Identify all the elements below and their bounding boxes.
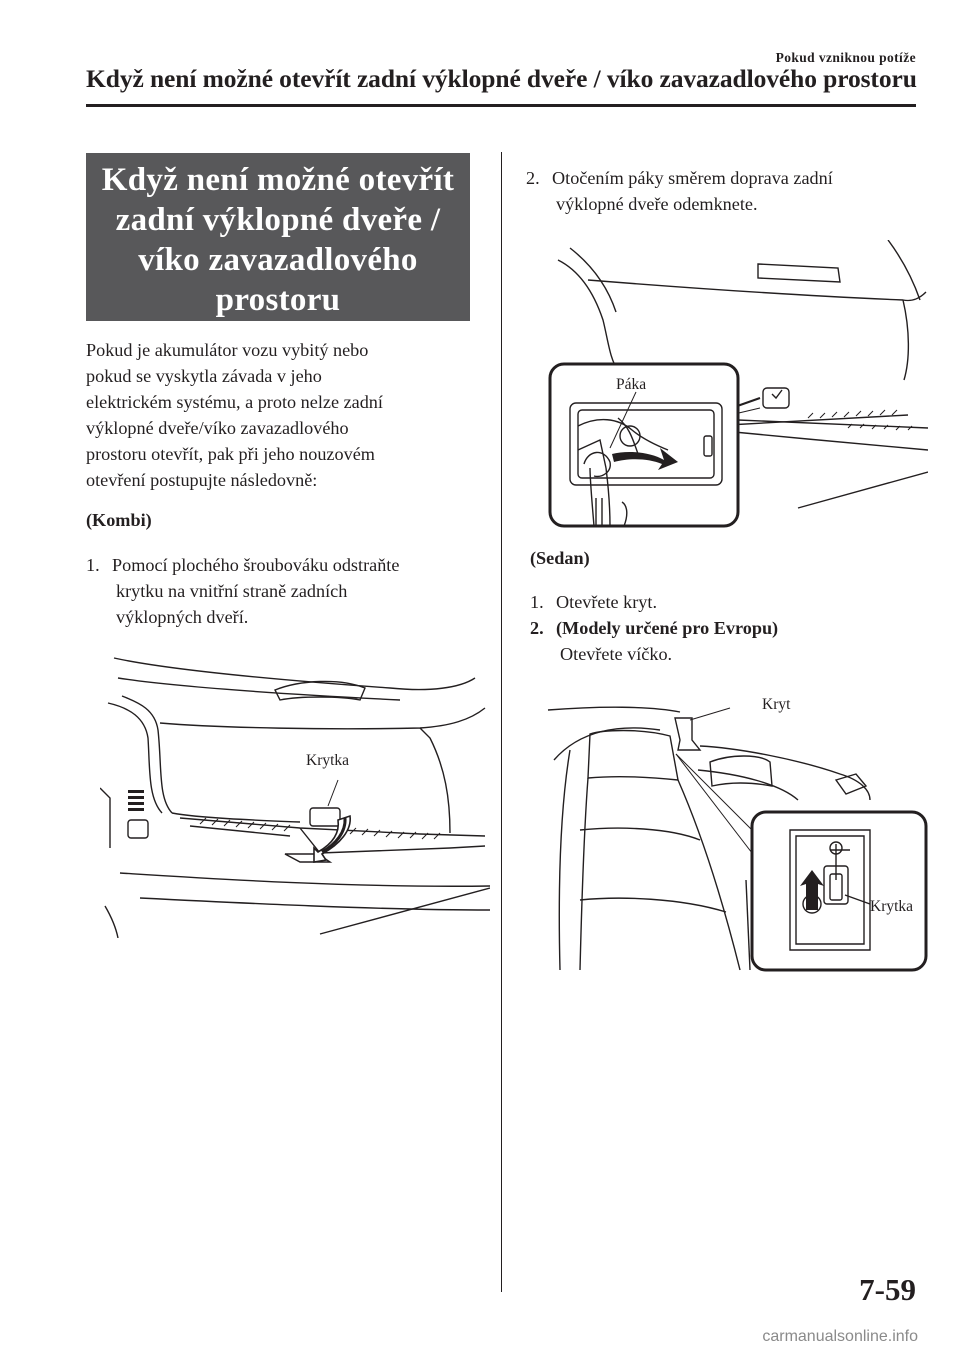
step-text: (Modely určené pro Evropu) — [556, 618, 779, 638]
step-text: Otevřete víčko. — [560, 644, 673, 664]
figure-1-label-krytka: Krytka — [306, 752, 350, 769]
page-number: 7-59 — [859, 1272, 916, 1307]
step-number: 1. — [530, 592, 544, 612]
sedan-step-2: 2. (Modely určené pro Evropu) Otevřete ví… — [530, 615, 920, 667]
section-title-line: zadní výklopné dveře / — [115, 202, 441, 238]
watermark: carmanualsonline.info — [762, 1328, 918, 1345]
intro-line: otevření postupujte následovně: — [86, 470, 318, 490]
intro-line: pokud se vyskytla závada v jeho — [86, 366, 322, 386]
intro-line: výklopné dveře/víko zavazadlového — [86, 418, 349, 438]
step-text: krytku na vnitřní straně zadních — [116, 581, 348, 601]
step-number: 2. — [530, 618, 544, 638]
figure-3-label-kryt: Kryt — [762, 696, 791, 713]
kombi-lever-illustration — [548, 240, 928, 530]
figure-2-label-paka: Páka — [616, 376, 647, 393]
step-number: 1. — [86, 555, 100, 575]
sedan-seat-illustration — [540, 690, 932, 980]
figure-3-label-krytka: Krytka — [870, 898, 914, 915]
intro-line: prostoru otevřít, pak při jeho nouzovém — [86, 444, 375, 464]
kombi-heading: (Kombi) — [86, 510, 152, 530]
intro-line: Pokud je akumulátor vozu vybitý nebo — [86, 340, 369, 360]
step-text: Otevřete kryt. — [556, 592, 657, 612]
section-title-box: Když není možné otevřít zadní výklopné d… — [86, 153, 470, 321]
header-rule — [86, 104, 916, 107]
intro-line: elektrickém systému, a proto nelze zadní — [86, 392, 383, 412]
step-text: Otočením páky směrem doprava zadní — [552, 168, 833, 188]
sedan-heading: (Sedan) — [530, 548, 590, 568]
kombi-step-1: 1. Pomocí plochého šroubováku odstraňte k… — [86, 552, 496, 630]
kombi-tailgate-illustration — [100, 648, 490, 938]
section-title-line: prostoru — [215, 282, 341, 318]
column-divider — [501, 152, 502, 1292]
section-title-line: víko zavazadlového — [138, 242, 418, 278]
step-text: výklopné dveře odemknete. — [556, 194, 758, 214]
page-header-title: Když není možné otevřít zadní výklopné d… — [86, 64, 917, 93]
sedan-step-1: 1. Otevřete kryt. — [530, 589, 920, 615]
step-text: Pomocí plochého šroubováku odstraňte — [112, 555, 400, 575]
step-text: výklopných dveří. — [116, 607, 249, 627]
step-number: 2. — [526, 168, 540, 188]
section-label: Pokud vzniknou potíže — [775, 50, 916, 65]
section-title-line: Když není možné otevřít — [101, 162, 455, 198]
kombi-step-2: 2. Otočením páky směrem doprava zadní výk… — [526, 165, 926, 217]
intro-paragraph: Pokud je akumulátor vozu vybitý nebo pok… — [86, 337, 486, 493]
